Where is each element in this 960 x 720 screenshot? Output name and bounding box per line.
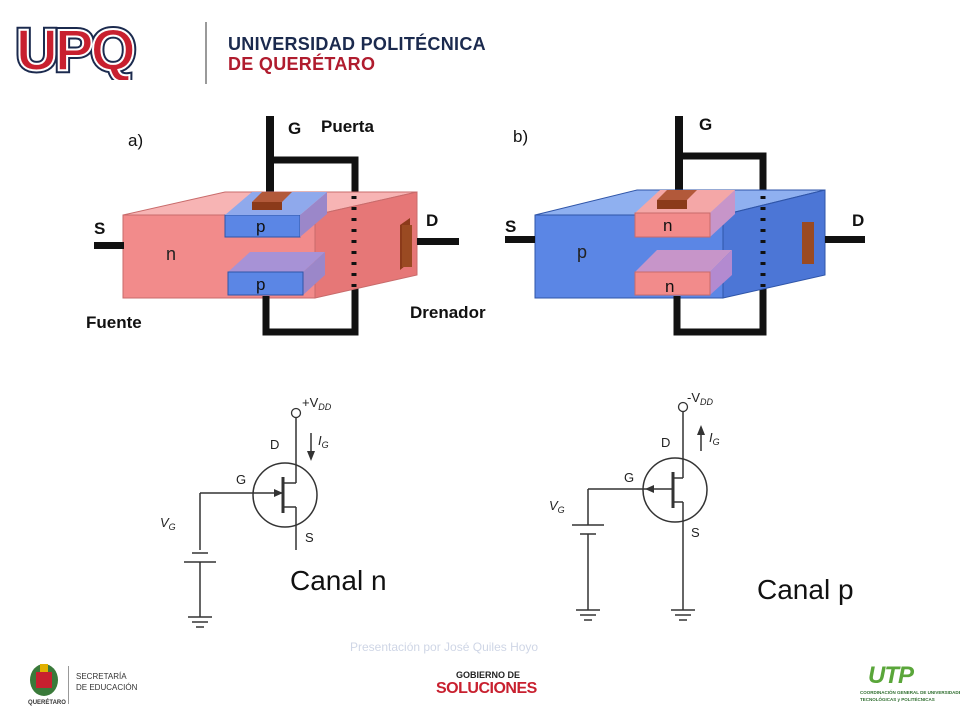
drain-contact (402, 225, 412, 267)
svg-text:IG: IG (709, 430, 720, 447)
current-label: I (709, 430, 713, 445)
n-region-bottom (634, 271, 711, 296)
footer-divider (68, 666, 69, 704)
p-top-label: p (256, 217, 265, 236)
n-top-label: n (663, 216, 672, 235)
transistor-circle (252, 462, 318, 528)
drain-contact (802, 222, 814, 264)
drain-label: D (852, 211, 864, 230)
supply-label: -V (687, 390, 700, 405)
source-label: S (691, 525, 700, 540)
gobierno-line1: GOBIERNO DE (456, 670, 521, 680)
sep-line2: DE EDUCACIÓN (76, 683, 138, 692)
source-label: S (305, 530, 314, 545)
university-name-line1: UNIVERSIDAD POLITÉCNICA (228, 34, 486, 54)
transistor-circle (642, 457, 708, 523)
svg-text:IG: IG (318, 433, 329, 450)
sep-line1: SECRETARÍA (76, 672, 127, 681)
drain-lead (825, 236, 865, 243)
p-body-label: p (577, 242, 587, 262)
state-seal-icon (30, 664, 58, 696)
jfet-structure-p-channel: b) G S D p n n (505, 115, 865, 336)
gate-contact-top (657, 200, 687, 209)
gate-arrow (645, 485, 654, 493)
source-lead (505, 236, 535, 243)
source-label: S (94, 219, 105, 238)
svg-text:+VDD: +VDD (302, 395, 332, 412)
utp-line1: COORDINACIÓN GENERAL DE UNIVERSIDADES (860, 690, 960, 695)
gate-wire-bottom (673, 296, 767, 336)
diagram-a-tag: a) (128, 131, 143, 150)
drain-label: D (661, 435, 670, 450)
upq-logo-text: UPQ (16, 18, 134, 80)
source-name-label: Fuente (86, 313, 142, 332)
gate-label: G (624, 470, 634, 485)
gate-contact-top (252, 202, 282, 210)
canal-n-caption: Canal n (290, 565, 387, 596)
header-divider (205, 22, 207, 84)
header: UPQ UPQ UNIVERSIDAD POLITÉCNICA DE QUERÉ… (0, 0, 960, 100)
n-region-top (634, 212, 711, 238)
svg-text:VG: VG (160, 515, 176, 532)
state-caption: QUERÉTARO (28, 700, 66, 706)
gate-wire-bottom (262, 296, 359, 336)
vg-label: V (160, 515, 170, 530)
n-bottom-label: n (665, 277, 674, 296)
jfet-structure-n-channel: a) G Puerta S D n p p Fuente Drenador (86, 116, 486, 336)
drain-lead (417, 238, 459, 245)
upq-logo: UPQ UPQ (12, 15, 192, 86)
gate-label: G (288, 119, 301, 138)
watermark-text: Presentación por José Quiles Hoyo (350, 640, 539, 654)
gate-label: G (236, 472, 246, 487)
schematic-n-channel: +VDD IG D G S VG Canal n (160, 395, 387, 628)
vg-label: V (549, 498, 559, 513)
gate-name-label: Puerta (321, 117, 374, 136)
supply-label: +V (302, 395, 319, 410)
utp-logo: UTP COORDINACIÓN GENERAL DE UNIVERSIDADE… (860, 662, 960, 712)
gobierno-line2: SOLUCIONES (436, 680, 537, 697)
utp-logo-text: UTP (868, 662, 914, 689)
svg-text:-VDD: -VDD (687, 390, 713, 407)
schematic-p-channel: -VDD IG D G S VG Canal p (549, 390, 854, 621)
canal-p-caption: Canal p (757, 574, 854, 605)
diagram-b-tag: b) (513, 127, 528, 146)
upq-logo-shadow: UPQ (16, 18, 134, 80)
drain-label: D (426, 211, 438, 230)
current-arrow (307, 451, 315, 461)
sep-logo: QUERÉTARO SECRETARÍA DE EDUCACIÓN (22, 658, 172, 714)
svg-text:VG: VG (549, 498, 565, 515)
drain-label: D (270, 437, 279, 452)
current-arrow (697, 425, 705, 435)
current-label: I (318, 433, 322, 448)
gate-arrow (274, 489, 283, 497)
drain-name-label: Drenador (410, 303, 486, 322)
utp-line2: TECNOLÓGICAS y POLITÉCNICAS (860, 697, 935, 702)
university-name-line2: DE QUERÉTARO (228, 54, 376, 74)
source-lead (94, 242, 124, 249)
gobierno-logo: GOBIERNO DE SOLUCIONES (430, 668, 550, 708)
p-bottom-label: p (256, 275, 265, 294)
gate-label: G (699, 115, 712, 134)
n-body-label: n (166, 244, 176, 264)
p-region-bottom (227, 271, 304, 296)
source-label: S (505, 217, 516, 236)
